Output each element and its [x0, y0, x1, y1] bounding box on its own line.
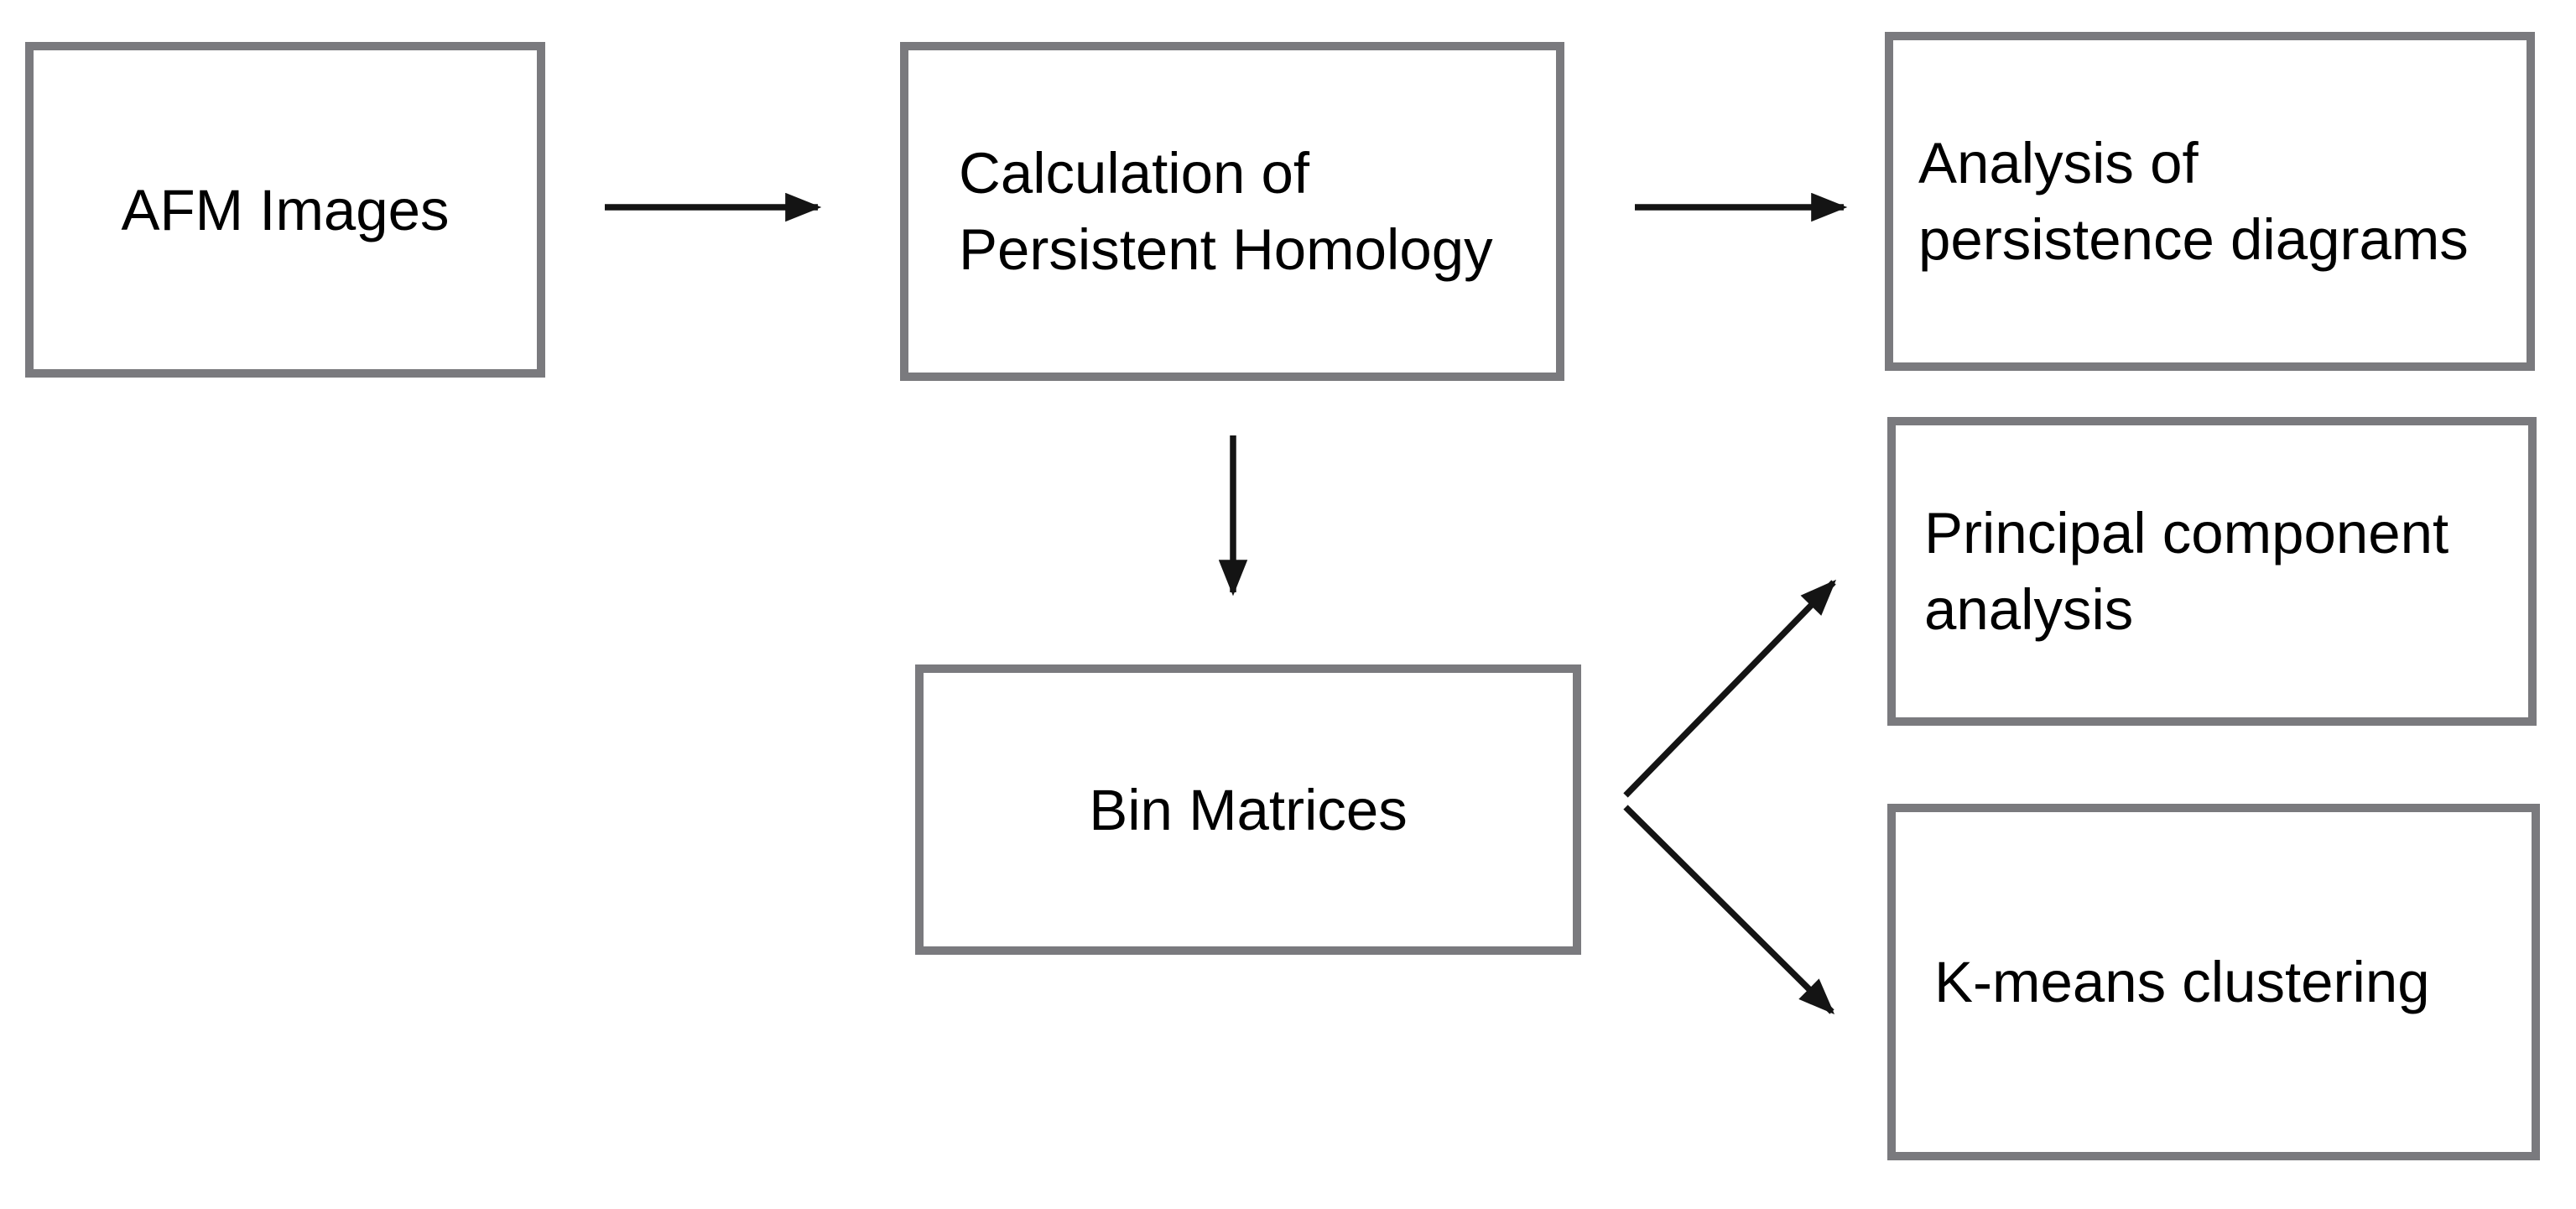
node-calculation-of-persistent-homology: Calculation of Persistent Homology: [900, 42, 1564, 381]
node-analysis-of-persistence-diagrams: Analysis of persistence diagrams: [1885, 32, 2535, 371]
node-calc-label-line2: Persistent Homology: [959, 217, 1493, 282]
node-bin-matrices: Bin Matrices: [915, 664, 1581, 955]
node-principal-component-analysis: Principal component analysis: [1887, 417, 2537, 726]
node-calc-label-line1: Calculation of: [959, 141, 1310, 206]
node-bin-matrices-label: Bin Matrices: [1089, 777, 1408, 842]
node-kmeans-label: K-means clustering: [1934, 950, 2430, 1014]
node-analysis-label-line1: Analysis of: [1918, 131, 2199, 195]
node-afm-images-label: AFM Images: [121, 177, 450, 242]
arrow-bin-to-kmeans: [1623, 805, 1835, 1015]
arrow-bin-to-pca: [1623, 579, 1837, 798]
node-k-means-clustering: K-means clustering: [1887, 804, 2540, 1160]
node-pca-label-line2: analysis: [1924, 577, 2134, 642]
node-analysis-label-line2: persistence diagrams: [1918, 207, 2469, 272]
node-afm-images: AFM Images: [25, 42, 545, 378]
node-pca-label-line1: Principal component: [1924, 501, 2449, 565]
